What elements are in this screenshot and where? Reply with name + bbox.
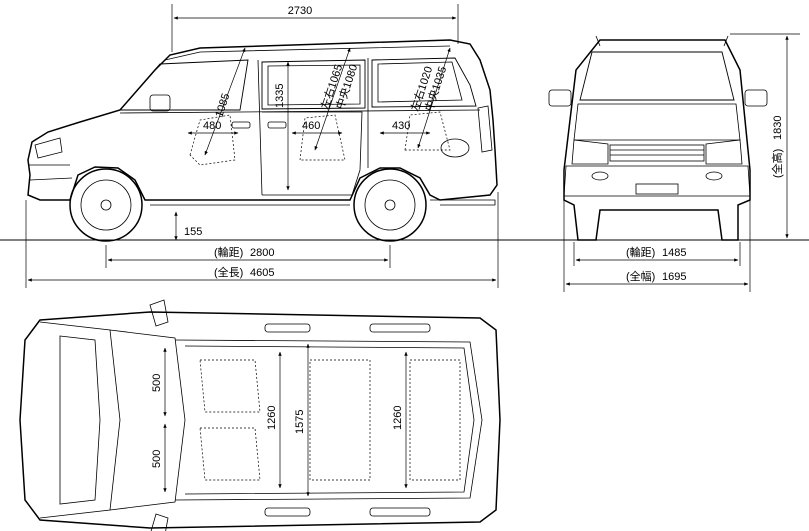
side-view: 2730 1335 1085 左右1065 中央1080 左右1020 中央10… — [0, 4, 540, 288]
dim-middle-seat-width: 460 — [302, 120, 320, 132]
dim-height-value: 1830 — [772, 116, 784, 140]
dim-length-label: (全長) — [214, 265, 243, 279]
dim-track-value: 1485 — [662, 247, 686, 259]
dim-height-label: (全高) — [770, 149, 784, 178]
dim-top-cabin-width: 1575 — [294, 410, 306, 434]
dim-wheelbase-value: 2800 — [250, 247, 274, 259]
front-view: (全高) 1830 (輪距) 1485 (全幅) 1695 — [520, 33, 809, 292]
dim-top-2730: 2730 — [288, 5, 312, 17]
dim-front-seat-height: 1085 — [213, 92, 232, 119]
dim-top-rear-row: 1260 — [392, 406, 404, 430]
dim-width-value: 1695 — [662, 271, 686, 283]
dim-rear-seat-width: 430 — [392, 120, 410, 132]
top-view: 500 500 1260 1575 1260 — [19, 299, 501, 531]
dim-top-front-seat-lower: 500 — [151, 450, 163, 468]
dim-wheelbase-label: (輪距) — [214, 245, 243, 259]
dim-track-label: (輪距) — [626, 245, 655, 259]
dim-front-seat-width: 480 — [203, 120, 221, 132]
dim-interior-height: 1335 — [274, 84, 286, 108]
dim-width-label: (全幅) — [626, 269, 655, 283]
dim-ground-clearance: 155 — [184, 226, 202, 238]
dim-length-value: 4605 — [250, 267, 274, 279]
dim-top-front-seat-upper: 500 — [151, 374, 163, 392]
dim-top-front-row: 1260 — [266, 406, 278, 430]
